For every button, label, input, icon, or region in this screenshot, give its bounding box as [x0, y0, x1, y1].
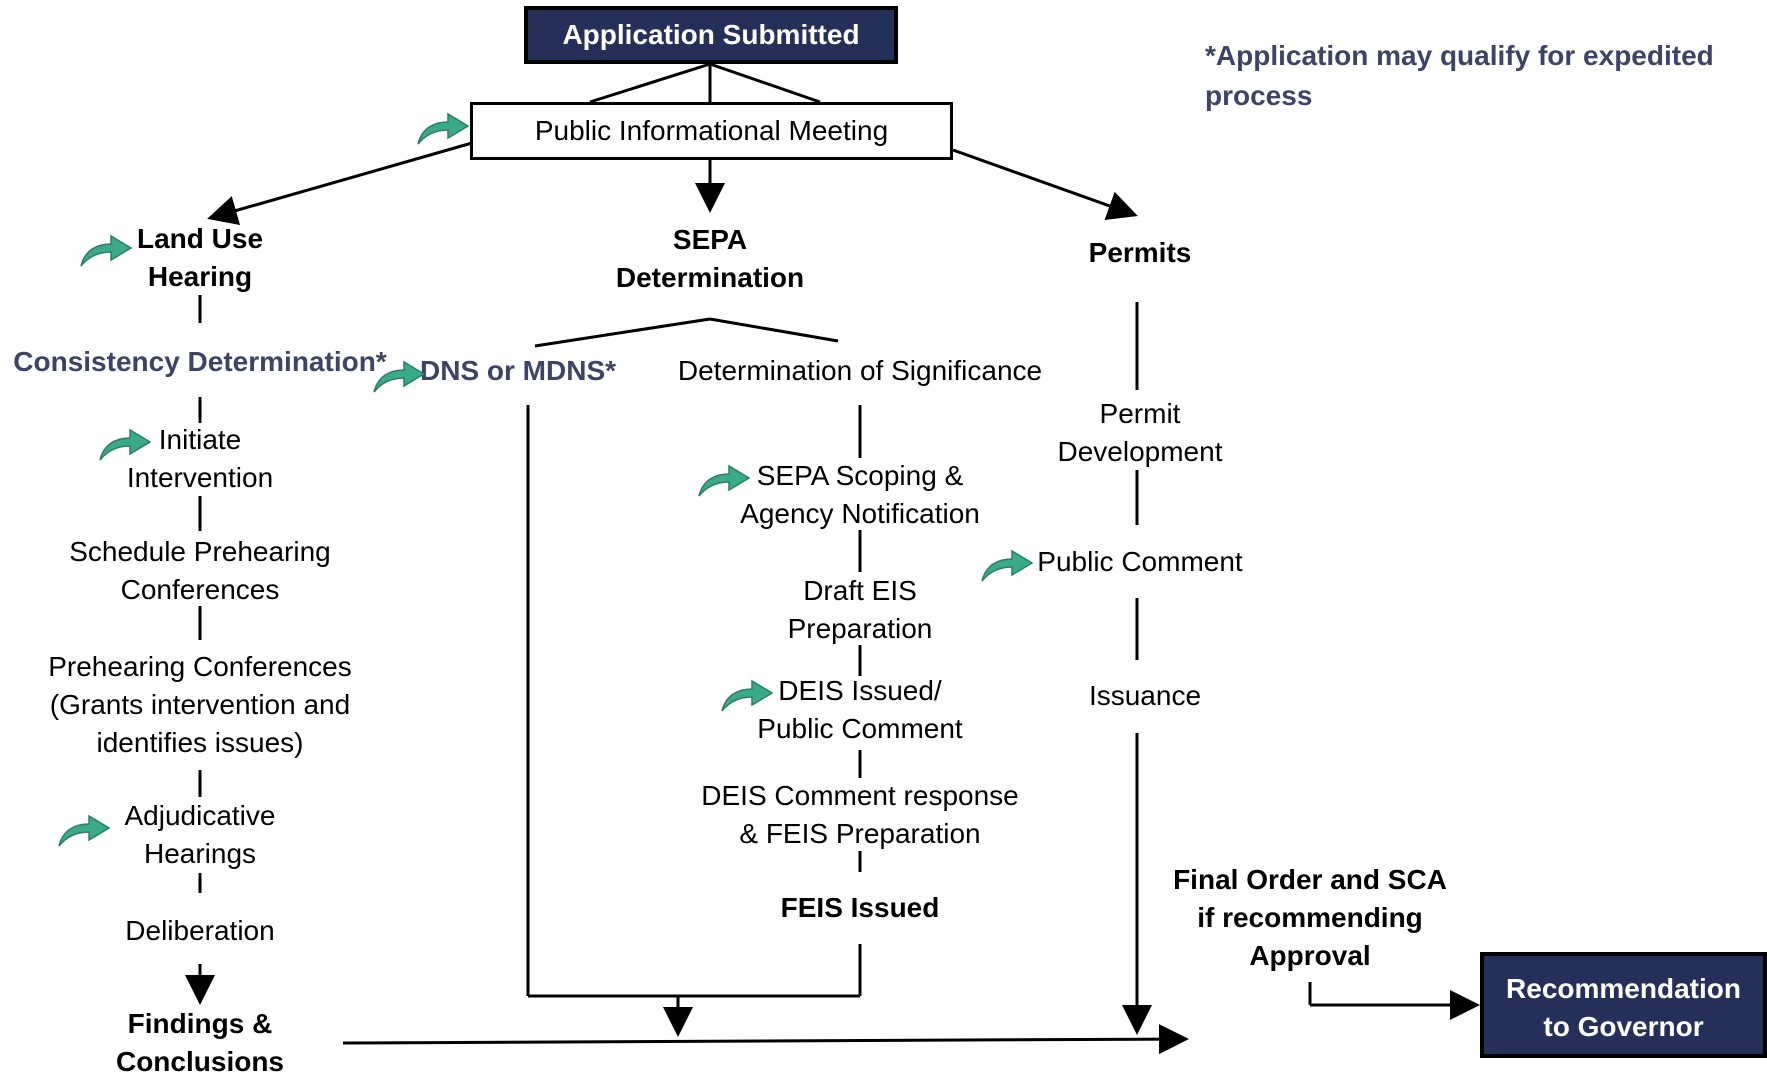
permit-development-step: Permit Development	[1057, 398, 1223, 467]
deis-comment-response-step: DEIS Comment response & FEIS Preparation	[701, 780, 1019, 849]
public-participation-arrow-icon	[373, 360, 426, 393]
public-participation-arrow-icon	[99, 428, 152, 461]
public-informational-meeting-box: Public Informational Meeting	[470, 102, 953, 160]
public-participation-arrow-icon	[417, 112, 470, 145]
application-submitted-label: Application Submitted	[562, 19, 860, 50]
feis-issued: FEIS Issued	[780, 892, 940, 923]
sepa-scoping-step: SEPA Scoping & Agency Notification	[740, 460, 980, 529]
initiate-intervention-step: Initiate Intervention	[126, 424, 274, 493]
land-use-heading: Land Use Hearing	[136, 223, 264, 292]
adjudicative-hearings-step: Adjudicative Hearings	[124, 800, 276, 869]
sepa-heading: SEPA Determination	[615, 224, 805, 293]
recommendation-label: Recommendation to Governor	[1506, 973, 1741, 1042]
consistency-determination: Consistency Determination*	[13, 346, 387, 377]
public-participation-arrow-icon	[80, 234, 133, 267]
dns-mdns: DNS or MDNS*	[420, 355, 617, 386]
expedited-note: *Application may qualify for expedited p…	[1205, 40, 1714, 111]
public-participation-arrow-icon	[698, 464, 751, 497]
issuance-step: Issuance	[1088, 680, 1202, 711]
public-comment-step: Public Comment	[1037, 546, 1243, 577]
public-participation-arrow-icon	[58, 814, 111, 847]
deliberation-step: Deliberation	[125, 915, 275, 946]
recommendation-box: Recommendation to Governor	[1480, 952, 1767, 1058]
public-informational-meeting-label: Public Informational Meeting	[534, 115, 889, 146]
public-participation-arrow-icon	[721, 679, 774, 712]
schedule-prehearing-step: Schedule Prehearing Conferences	[69, 536, 331, 605]
draft-eis-step: Draft EIS Preparation	[787, 575, 933, 644]
application-submitted-box: Application Submitted	[524, 6, 898, 64]
deis-issued-step: DEIS Issued/ Public Comment	[757, 675, 963, 744]
permits-heading: Permits	[1088, 237, 1192, 268]
public-participation-arrow-icon	[981, 549, 1034, 582]
findings-conclusions: Findings & Conclusions	[115, 1008, 284, 1077]
prehearing-conferences-step: Prehearing Conferences (Grants intervent…	[48, 651, 352, 758]
final-order: Final Order and SCA if recommending Appr…	[1173, 864, 1447, 971]
determination-of-significance: Determination of Significance	[677, 355, 1043, 386]
